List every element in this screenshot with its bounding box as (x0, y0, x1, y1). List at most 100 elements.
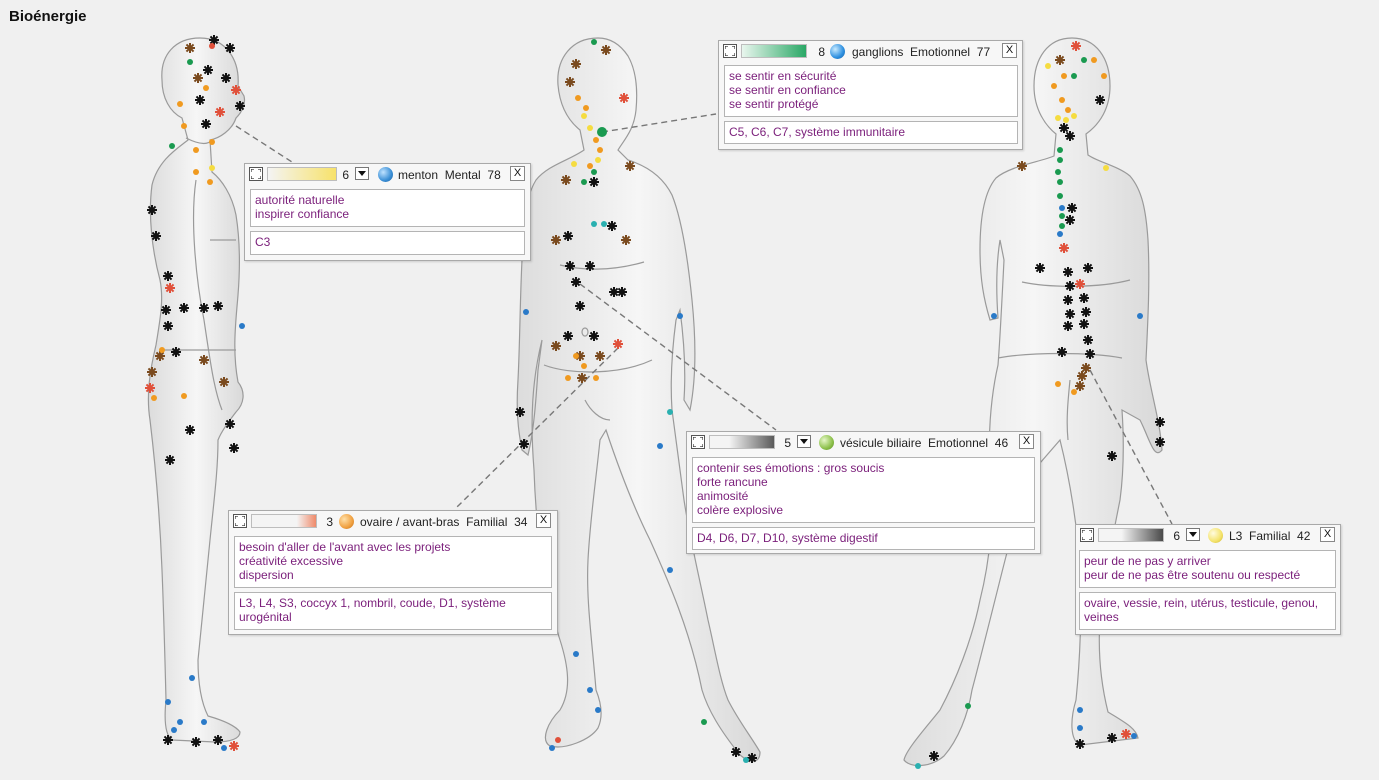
star-marker[interactable] (563, 331, 573, 341)
dot-marker[interactable] (181, 393, 187, 399)
star-marker[interactable] (747, 753, 757, 763)
dot-marker[interactable] (189, 675, 195, 681)
dot-marker[interactable] (181, 123, 187, 129)
dot-marker[interactable] (587, 125, 593, 131)
dot-marker[interactable] (209, 139, 215, 145)
expand-icon[interactable] (249, 167, 263, 181)
star-marker[interactable] (185, 425, 195, 435)
star-marker[interactable] (607, 221, 617, 231)
dot-marker[interactable] (1057, 147, 1063, 153)
dot-marker[interactable] (209, 165, 215, 171)
star-marker[interactable] (165, 283, 175, 293)
star-marker[interactable] (179, 303, 189, 313)
star-marker[interactable] (1075, 739, 1085, 749)
star-marker[interactable] (213, 735, 223, 745)
dot-marker[interactable] (1055, 115, 1061, 121)
star-marker[interactable] (229, 443, 239, 453)
star-marker[interactable] (1057, 347, 1067, 357)
dot-marker[interactable] (597, 127, 607, 137)
star-marker[interactable] (1067, 203, 1077, 213)
star-marker[interactable] (191, 737, 201, 747)
star-marker[interactable] (625, 161, 635, 171)
star-marker[interactable] (165, 455, 175, 465)
dot-marker[interactable] (177, 719, 183, 725)
dot-marker[interactable] (581, 113, 587, 119)
dot-marker[interactable] (1059, 205, 1065, 211)
dot-marker[interactable] (571, 161, 577, 167)
expand-icon[interactable] (723, 44, 737, 58)
star-marker[interactable] (617, 287, 627, 297)
star-marker[interactable] (563, 231, 573, 241)
dot-marker[interactable] (573, 353, 579, 359)
star-marker[interactable] (1059, 123, 1069, 133)
dot-marker[interactable] (1057, 231, 1063, 237)
dot-marker[interactable] (1059, 97, 1065, 103)
star-marker[interactable] (163, 735, 173, 745)
dot-marker[interactable] (595, 157, 601, 163)
dot-marker[interactable] (593, 375, 599, 381)
dot-marker[interactable] (597, 147, 603, 153)
star-marker[interactable] (571, 277, 581, 287)
dot-marker[interactable] (1055, 381, 1061, 387)
dot-marker[interactable] (591, 39, 597, 45)
dot-marker[interactable] (1077, 725, 1083, 731)
dot-marker[interactable] (193, 147, 199, 153)
close-button[interactable]: X (1002, 43, 1017, 58)
dot-marker[interactable] (549, 745, 555, 751)
dot-marker[interactable] (193, 169, 199, 175)
star-marker[interactable] (163, 321, 173, 331)
star-marker[interactable] (195, 95, 205, 105)
dot-marker[interactable] (523, 309, 529, 315)
star-marker[interactable] (1081, 307, 1091, 317)
star-marker[interactable] (1081, 363, 1091, 373)
dot-marker[interactable] (657, 443, 663, 449)
dot-marker[interactable] (1137, 313, 1143, 319)
star-marker[interactable] (1077, 371, 1087, 381)
star-marker[interactable] (613, 339, 623, 349)
star-marker[interactable] (1107, 733, 1117, 743)
star-marker[interactable] (1055, 55, 1065, 65)
dot-marker[interactable] (701, 719, 707, 725)
star-marker[interactable] (621, 235, 631, 245)
dot-marker[interactable] (677, 313, 683, 319)
star-marker[interactable] (1059, 243, 1069, 253)
dropdown-arrow-icon[interactable] (1186, 528, 1200, 541)
star-marker[interactable] (147, 367, 157, 377)
dot-marker[interactable] (1071, 73, 1077, 79)
dropdown-arrow-icon[interactable] (797, 435, 811, 448)
dot-marker[interactable] (667, 567, 673, 573)
star-marker[interactable] (1035, 263, 1045, 273)
dot-marker[interactable] (965, 703, 971, 709)
star-marker[interactable] (229, 741, 239, 751)
dot-marker[interactable] (1051, 83, 1057, 89)
star-marker[interactable] (551, 235, 561, 245)
dot-marker[interactable] (667, 409, 673, 415)
star-marker[interactable] (185, 43, 195, 53)
star-marker[interactable] (1065, 309, 1075, 319)
close-button[interactable]: X (1320, 527, 1335, 542)
star-marker[interactable] (609, 287, 619, 297)
dot-marker[interactable] (1071, 389, 1077, 395)
star-marker[interactable] (1121, 729, 1131, 739)
star-marker[interactable] (219, 377, 229, 387)
dot-marker[interactable] (1057, 193, 1063, 199)
dot-marker[interactable] (587, 163, 593, 169)
dot-marker[interactable] (581, 179, 587, 185)
dot-marker[interactable] (575, 95, 581, 101)
star-marker[interactable] (1065, 215, 1075, 225)
star-marker[interactable] (601, 45, 611, 55)
dot-marker[interactable] (203, 85, 209, 91)
dot-marker[interactable] (169, 143, 175, 149)
dot-marker[interactable] (991, 313, 997, 319)
dot-marker[interactable] (177, 101, 183, 107)
dot-marker[interactable] (209, 43, 215, 49)
dot-marker[interactable] (1061, 73, 1067, 79)
dot-marker[interactable] (159, 347, 165, 353)
star-marker[interactable] (199, 355, 209, 365)
star-marker[interactable] (1079, 293, 1089, 303)
star-marker[interactable] (225, 419, 235, 429)
star-marker[interactable] (515, 407, 525, 417)
dot-marker[interactable] (1057, 179, 1063, 185)
star-marker[interactable] (561, 175, 571, 185)
dot-marker[interactable] (1057, 157, 1063, 163)
